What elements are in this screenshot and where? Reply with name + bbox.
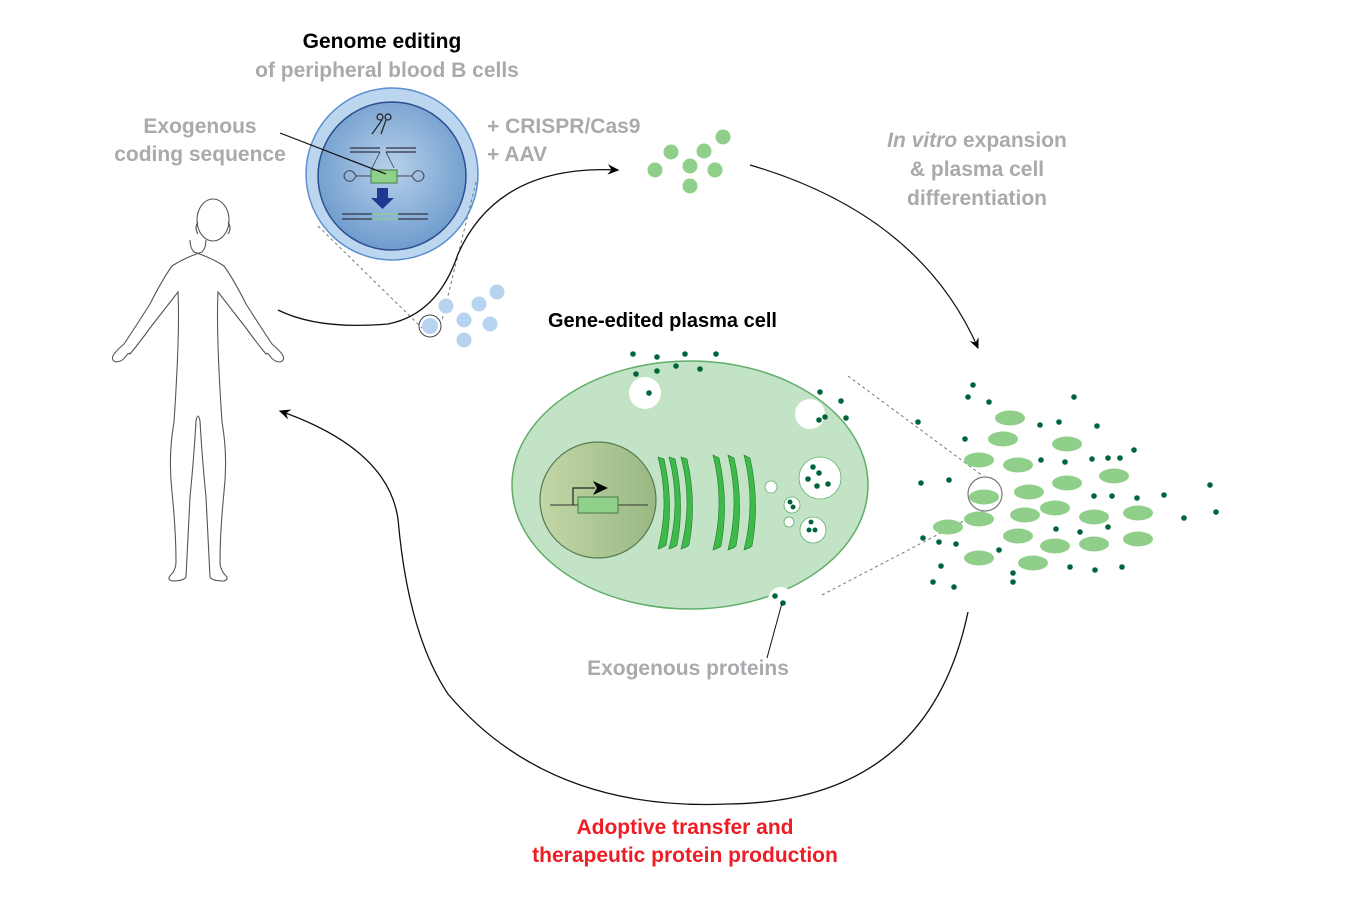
human-body-icon: [111, 198, 285, 582]
donor-template-icon: [343, 170, 425, 182]
exogenous-pointer-line: [279, 132, 387, 175]
exogenous-label-line2: coding sequence: [114, 143, 286, 166]
protein-dots: [630, 351, 849, 606]
invitro-label-line3: differentiation: [907, 187, 1047, 210]
genome-editing-title: Genome editing: [302, 30, 462, 53]
adoptive-transfer-line2: therapeutic protein production: [532, 844, 838, 867]
edited-b-cells: [647, 129, 731, 194]
down-arrow-icon: [371, 188, 394, 209]
plasma-cell-title: Gene-edited plasma cell: [548, 310, 777, 332]
arrow-adoptive-transfer: [278, 409, 969, 806]
exogenous-proteins-label: Exogenous proteins: [587, 657, 789, 680]
plasma-cell: [511, 351, 869, 613]
peripheral-b-cells: [418, 284, 505, 348]
zoom-dashed-lines: [317, 181, 477, 329]
invitro-label-line1: In vitro expansion: [887, 129, 1067, 152]
endoplasmic-reticulum: [657, 454, 756, 551]
adoptive-transfer-line1: Adoptive transfer and: [576, 816, 794, 839]
arrow-to-edited-cells: [277, 164, 620, 326]
b-cell-genome-editing: [305, 87, 479, 261]
crispr-label: + CRISPR/Cas9: [487, 115, 641, 138]
genome-editing-subtitle: of peripheral blood B cells: [255, 59, 519, 82]
exogenous-proteins-pointer: [766, 602, 783, 659]
invitro-label-line2: & plasma cell: [909, 158, 1045, 181]
expanded-plasma-cells: [933, 410, 1153, 571]
aav-label: + AAV: [487, 143, 548, 166]
scissors-icon: [371, 113, 392, 135]
exogenous-label-line1: Exogenous: [143, 115, 257, 138]
secreted-proteins: [915, 382, 1219, 590]
arrow-expansion: [749, 164, 979, 350]
